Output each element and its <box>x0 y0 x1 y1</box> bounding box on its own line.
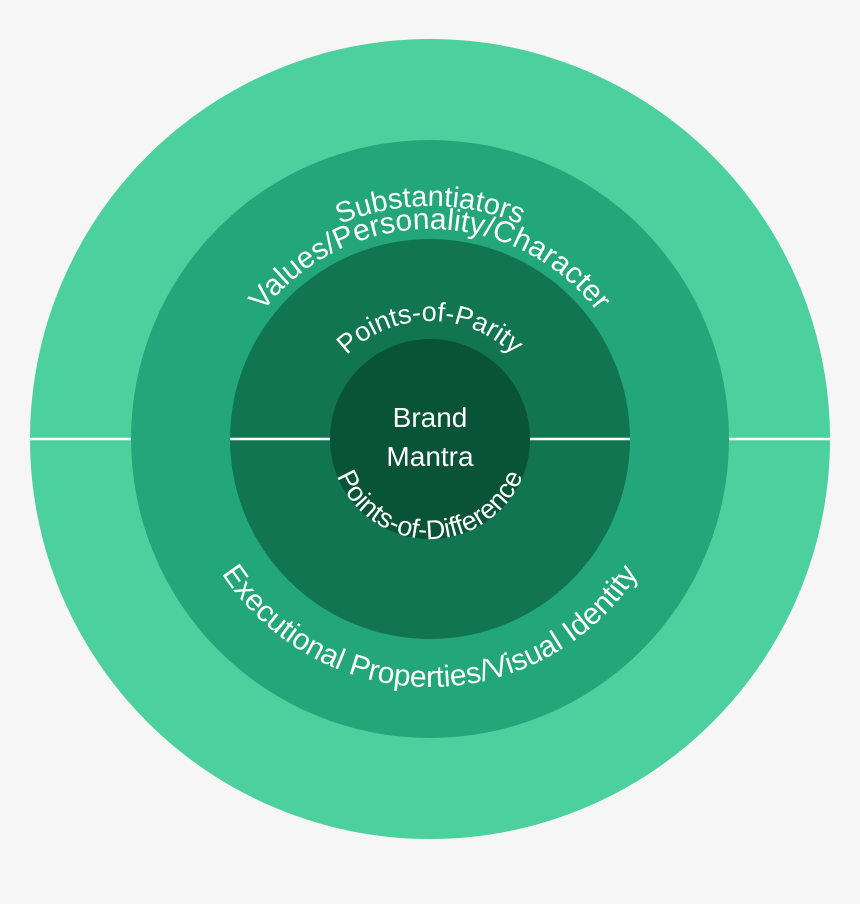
core-label-line2: Mantra <box>386 441 474 472</box>
core-circle <box>330 339 530 539</box>
core-label-line1: Brand <box>393 402 468 433</box>
